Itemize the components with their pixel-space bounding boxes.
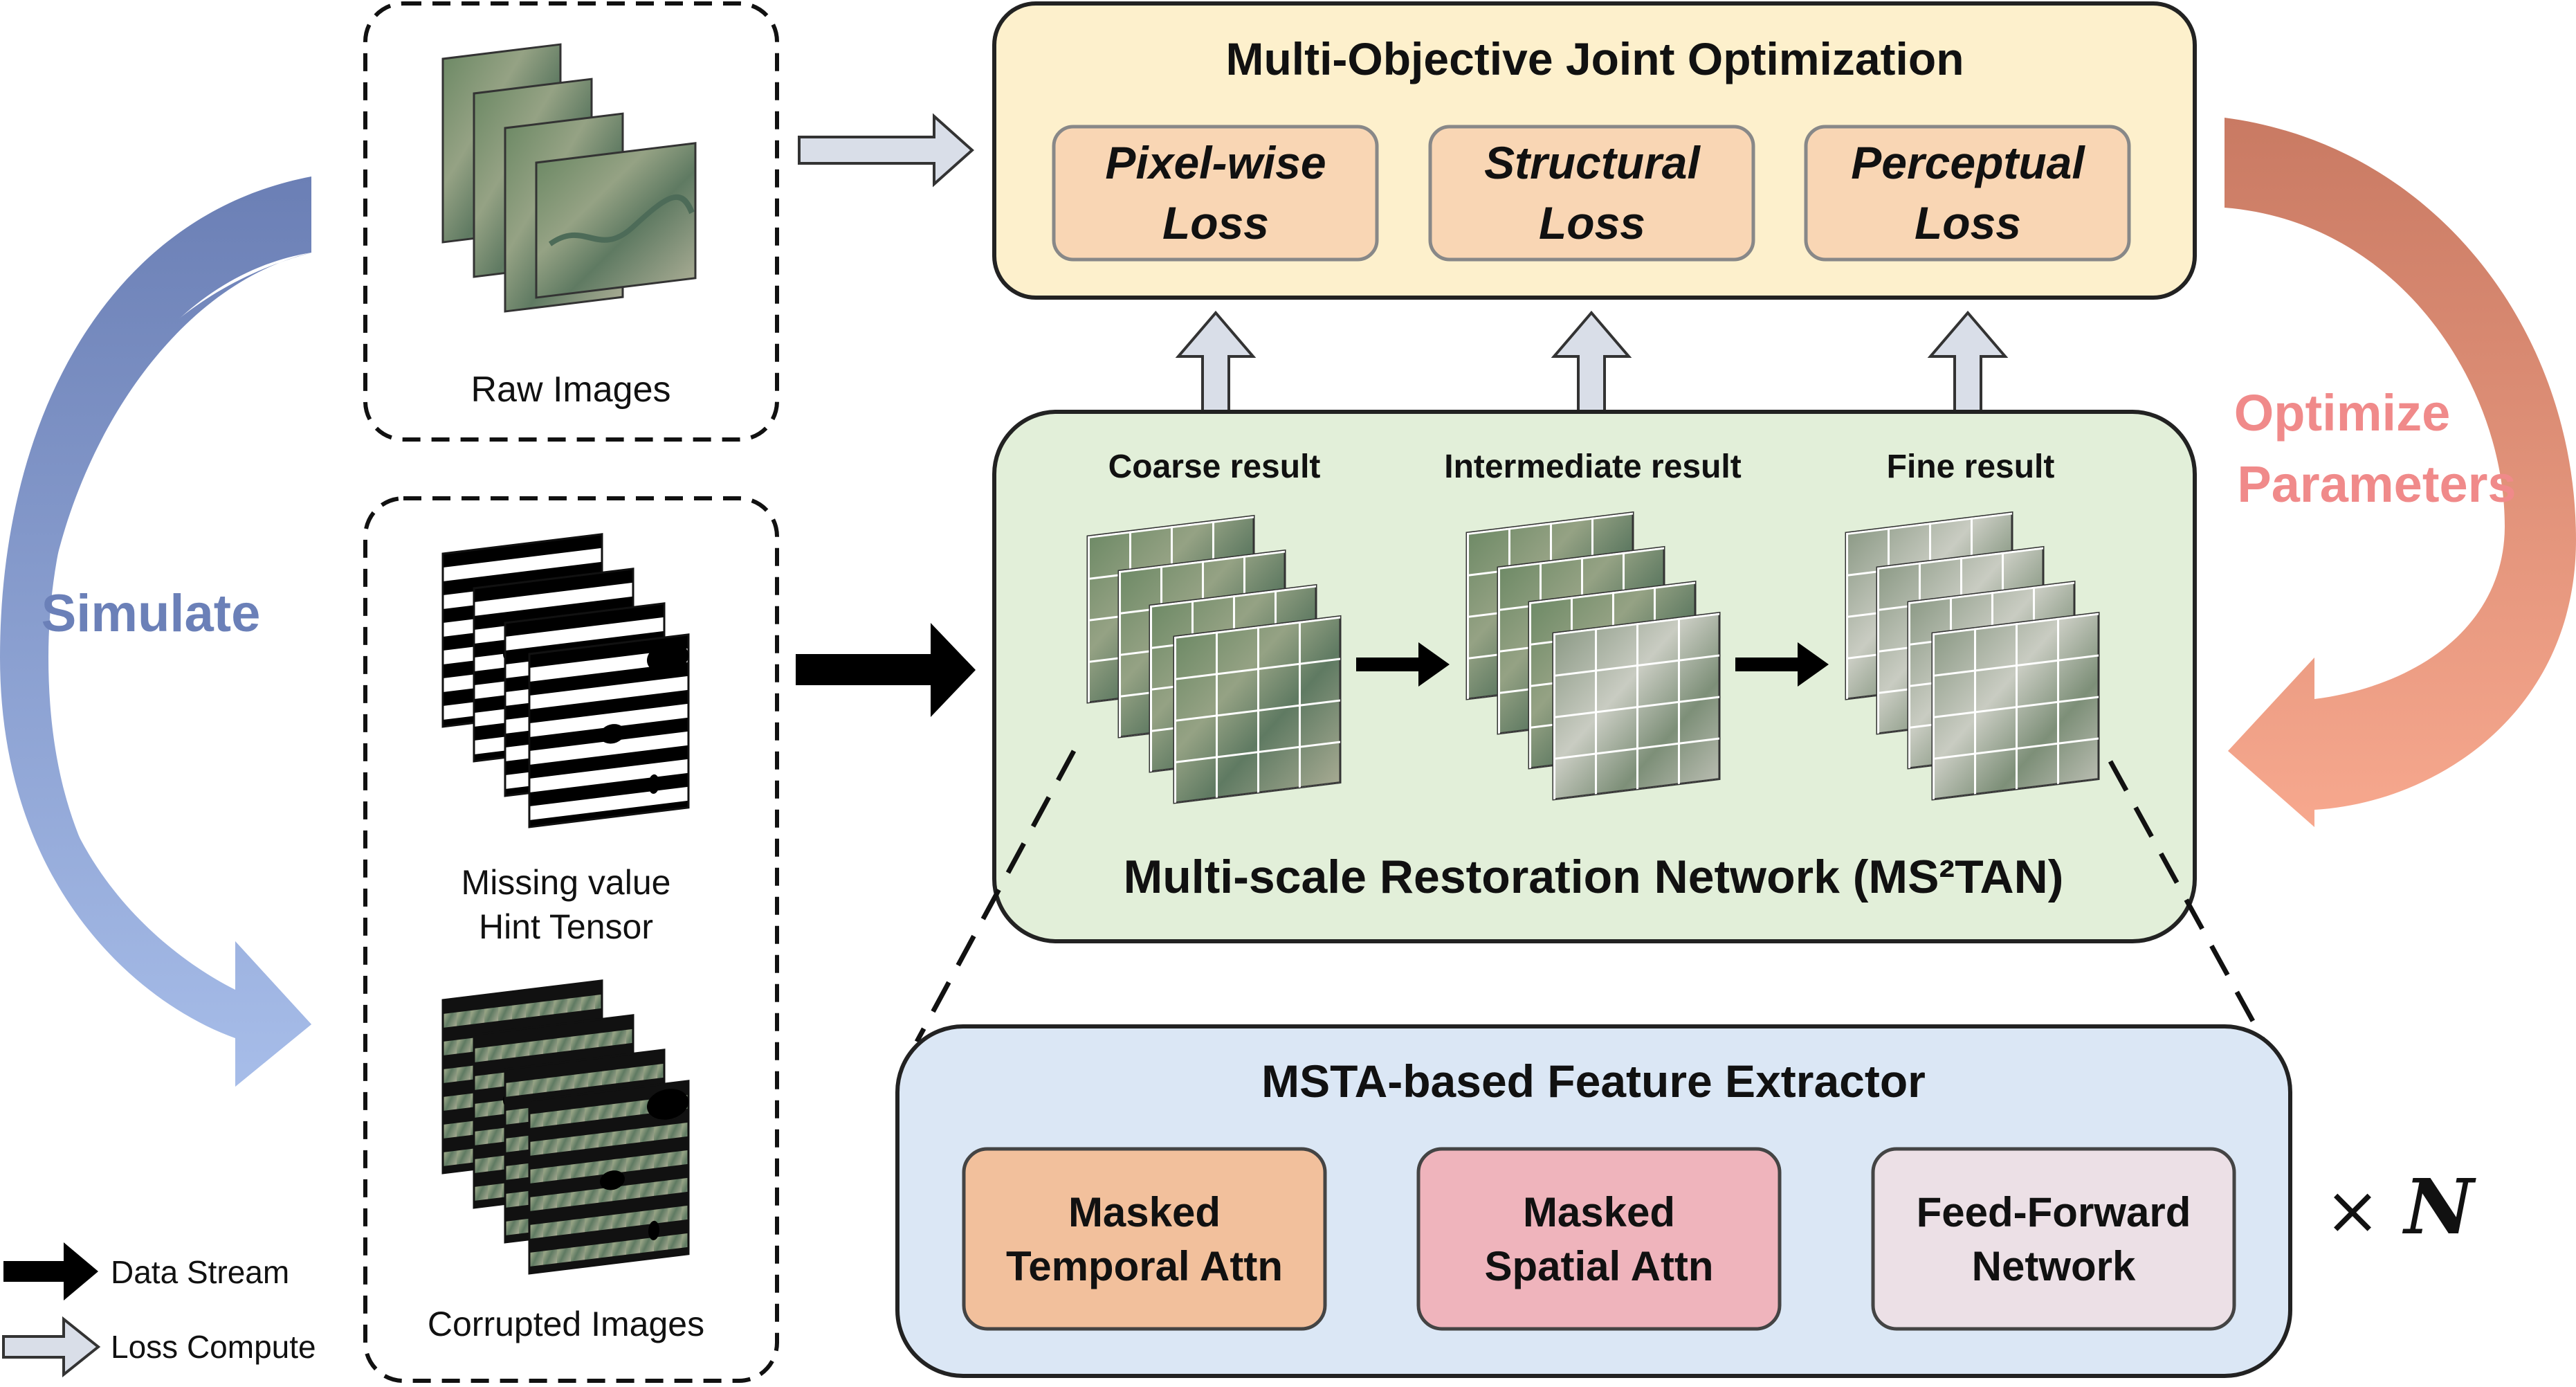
raw-images-label: Raw Images [471, 370, 671, 410]
feed-forward-network-box [1871, 1147, 2236, 1331]
pixel-wise-loss-line1: Pixel-wise [1105, 137, 1326, 188]
masked-temporal-attn-box [962, 1147, 1327, 1331]
optimize-arrow [2225, 118, 2576, 827]
legend-loss-compute-arrow-icon [2, 1316, 101, 1378]
intermediate-result-label: Intermediate result [1444, 448, 1741, 485]
optimize-label-line1: Optimize [2234, 384, 2450, 442]
inputs-box [363, 496, 779, 1383]
hint-label-line1: Missing value [462, 863, 671, 902]
hint-label-line2: Hint Tensor [479, 907, 653, 946]
optimize-label-line2: Parameters [2237, 455, 2516, 513]
repeat-count-n: N [2402, 1162, 2476, 1251]
feed-forward-network-line1: Feed-Forward [1917, 1189, 2191, 1235]
masked-temporal-attn-line1: Masked [1068, 1189, 1221, 1235]
repeat-symbol: × [2325, 1172, 2380, 1249]
legend-data-stream-arrow-icon [3, 1242, 98, 1300]
masked-spatial-attn-line2: Spatial Attn [1484, 1243, 1713, 1289]
perceptual-loss-box [1804, 125, 2131, 262]
data-arrow-inputs-to-network [796, 623, 976, 717]
corrupted-images-label: Corrupted Images [428, 1305, 704, 1343]
legend-data-stream-label: Data Stream [111, 1254, 289, 1290]
simulate-label: Simulate [42, 584, 261, 643]
perceptual-loss-line1: Perceptual [1851, 137, 2085, 188]
masked-spatial-attn-line1: Masked [1523, 1189, 1675, 1235]
structural-loss-line2: Loss [1539, 197, 1645, 248]
feed-forward-network-line2: Network [1972, 1243, 2136, 1289]
network-title: Multi-scale Restoration Network (MS²TAN) [1124, 851, 2064, 903]
coarse-result-stack [1086, 514, 1342, 804]
structural-loss-line1: Structural [1484, 137, 1701, 188]
simulate-arrow [0, 176, 311, 1087]
fine-result-stack [1845, 511, 2100, 801]
arrow-coarse-to-intermediate [1356, 642, 1450, 687]
optimization-title: Multi-Objective Joint Optimization [1225, 33, 1964, 84]
pixel-wise-loss-line2: Loss [1162, 197, 1269, 248]
loss-arrow-raw-to-optimization [798, 113, 975, 188]
intermediate-result-stack [1465, 511, 1721, 801]
structural-loss-box [1428, 125, 1755, 262]
pixel-wise-loss-box [1052, 125, 1379, 262]
masked-spatial-attn-box [1416, 1147, 1782, 1331]
corrupted-images-stack [441, 979, 690, 1275]
raw-images-stack [441, 43, 697, 313]
perceptual-loss-line2: Loss [1915, 197, 2021, 248]
fine-result-label: Fine result [1887, 448, 2055, 485]
legend-loss-compute-label: Loss Compute [111, 1329, 316, 1365]
hint-tensor-stack [441, 533, 690, 828]
coarse-result-label: Coarse result [1108, 448, 1321, 485]
extractor-title: MSTA-based Feature Extractor [1261, 1055, 1926, 1107]
zoom-line-left [914, 750, 1077, 1043]
zoom-line-right [2108, 760, 2269, 1046]
arrow-intermediate-to-fine [1735, 642, 1829, 687]
legend: Data Stream Loss Compute [2, 1242, 316, 1378]
masked-temporal-attn-line2: Temporal Attn [1006, 1243, 1283, 1289]
